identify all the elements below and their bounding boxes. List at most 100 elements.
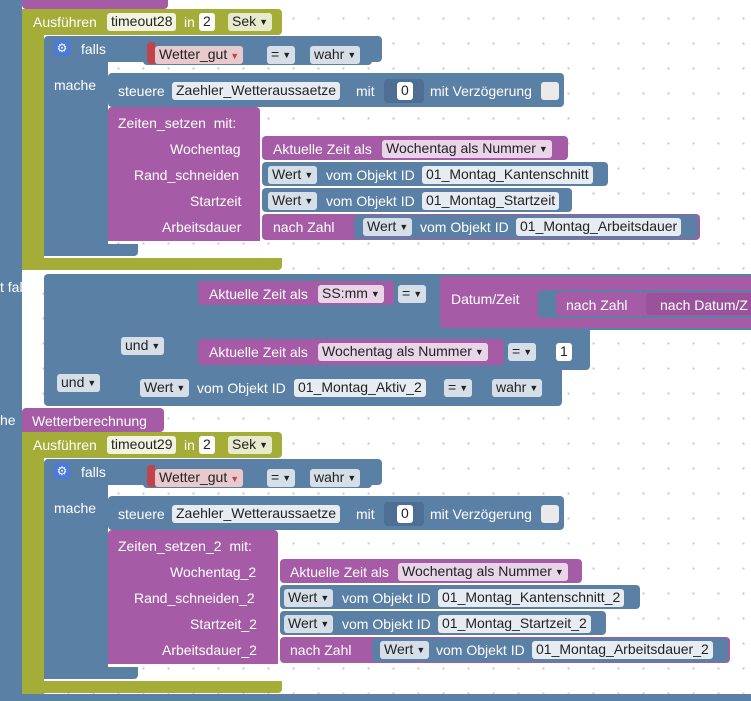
outer-if-block[interactable] <box>0 0 22 701</box>
true-dropdown[interactable]: wahr▼ <box>492 379 543 397</box>
outer-do-label: he <box>0 412 16 428</box>
chevron-down-icon: ▼ <box>282 50 292 60</box>
weekday-format-dropdown[interactable]: Wochentag als Nummer▼ <box>398 563 568 581</box>
if-label: falls <box>81 41 106 57</box>
do-label: mache <box>54 500 97 516</box>
true-dropdown[interactable]: wahr▼ <box>310 469 361 487</box>
delay-field[interactable]: 2 <box>199 436 215 454</box>
variable-block-edge <box>147 465 155 487</box>
timeout-name-field[interactable]: timeout29 <box>107 436 177 454</box>
and-dropdown-inner[interactable]: und▼ <box>121 337 165 355</box>
value-dropdown[interactable]: Wert▼ <box>140 379 190 397</box>
value-dropdown[interactable]: Wert▼ <box>284 589 334 607</box>
chevron-down-icon: ▼ <box>399 222 409 232</box>
do-label: mache <box>54 77 97 93</box>
chevron-down-icon: ▼ <box>151 341 161 351</box>
control-label: steuere <box>118 83 165 99</box>
current-time-label: Aktuelle Zeit als <box>273 141 372 157</box>
by-date-block <box>646 293 751 315</box>
header-function-fragment[interactable] <box>22 0 168 9</box>
value-dropdown[interactable]: Wert▼ <box>268 192 318 210</box>
chevron-down-icon: ▼ <box>347 473 357 483</box>
arg-duration-label: Arbeitsdauer <box>162 219 242 235</box>
function-call-block-1[interactable] <box>108 107 260 137</box>
from-object-label: vom Objekt ID <box>342 616 431 632</box>
chevron-down-icon: ▼ <box>529 383 539 393</box>
delay-field[interactable]: 2 <box>199 13 215 31</box>
value-dropdown[interactable]: Wert▼ <box>268 166 318 184</box>
unit-dropdown[interactable]: Sek▼ <box>228 13 273 31</box>
chevron-down-icon: ▼ <box>230 474 240 484</box>
chevron-down-icon: ▼ <box>554 567 564 577</box>
chevron-down-icon: ▼ <box>230 51 240 61</box>
value-dropdown[interactable]: Wert▼ <box>363 218 413 236</box>
function-name-label: Zeiten_setzen_2 mit: <box>118 538 252 554</box>
operator-dropdown[interactable]: =▼ <box>508 343 537 361</box>
delay-checkbox[interactable] <box>541 505 559 523</box>
object-id-field[interactable]: 01_Montag_Kantenschnitt <box>422 166 593 184</box>
weekday-format-dropdown[interactable]: Wochentag als Nummer▼ <box>318 343 488 361</box>
chevron-down-icon: ▼ <box>259 17 269 27</box>
from-object-label: vom Objekt ID <box>342 590 431 606</box>
delay-label: mit Verzögerung <box>430 83 532 99</box>
from-object-label: vom Objekt ID <box>436 642 525 658</box>
gear-icon[interactable]: ⚙ <box>54 40 70 56</box>
operator-dropdown[interactable]: =▼ <box>398 285 427 303</box>
function-call-block-2[interactable] <box>108 530 278 560</box>
weekday-value-field[interactable]: 1 <box>556 343 572 361</box>
variable-dropdown[interactable]: Wetter_gut▼ <box>155 46 244 64</box>
timeout-block-1-foot <box>22 258 282 270</box>
by-date-label: nach Datum/Z <box>660 297 748 313</box>
date-time-label: Datum/Zeit <box>451 291 520 307</box>
time-format-dropdown[interactable]: SS:mm▼ <box>318 285 384 303</box>
from-object-label: vom Objekt ID <box>326 193 415 209</box>
operator-dropdown[interactable]: =▼ <box>267 46 296 64</box>
object-id-field[interactable]: 01_Montag_Aktiv_2 <box>294 379 426 397</box>
object-id-field[interactable]: 01_Montag_Startzeit <box>422 192 560 210</box>
from-object-label: vom Objekt ID <box>420 219 509 235</box>
function-label-block[interactable] <box>22 408 164 432</box>
current-time-label: Aktuelle Zeit als <box>209 286 308 302</box>
if-block-2-foot <box>44 667 138 679</box>
function-name-label: Zeiten_setzen mit: <box>118 115 237 131</box>
chevron-down-icon: ▼ <box>176 383 186 393</box>
object-id-field[interactable]: 01_Montag_Arbeitsdauer_2 <box>532 641 713 659</box>
current-time-label: Aktuelle Zeit als <box>290 564 389 580</box>
delay-checkbox[interactable] <box>541 82 559 100</box>
current-time-label: Aktuelle Zeit als <box>209 344 308 360</box>
weekday-format-dropdown[interactable]: Wochentag als Nummer▼ <box>382 140 552 158</box>
chevron-down-icon: ▼ <box>87 378 97 388</box>
timeout-block-2-foot <box>22 681 282 693</box>
value-dropdown[interactable]: Wert▼ <box>284 615 334 633</box>
timeout-name-field[interactable]: timeout28 <box>107 13 177 31</box>
object-id-field[interactable]: 01_Montag_Startzeit_2 <box>438 615 591 633</box>
operator-dropdown[interactable]: =▼ <box>267 469 296 487</box>
outer-if-label: t falls <box>0 279 33 295</box>
state-value-field[interactable]: 0 <box>397 505 413 523</box>
by-number-label: nach Zahl <box>566 297 628 313</box>
function-name-label-2: Wetterberechnung <box>32 413 147 429</box>
function-call-block-2-body <box>108 558 278 664</box>
operator-dropdown[interactable]: =▼ <box>444 379 473 397</box>
state-value-field[interactable]: 0 <box>397 82 413 100</box>
value-dropdown[interactable]: Wert▼ <box>380 641 430 659</box>
gear-icon[interactable]: ⚙ <box>54 463 70 479</box>
chevron-down-icon: ▼ <box>320 593 330 603</box>
object-id-field[interactable]: 01_Montag_Kantenschnitt_2 <box>438 589 625 607</box>
chevron-down-icon: ▼ <box>370 289 380 299</box>
control-label: steuere <box>118 506 165 522</box>
state-field[interactable]: Zaehler_Wetteraussaetze <box>172 82 341 100</box>
if-label: falls <box>81 464 106 480</box>
timeout-block-2-spine <box>22 458 44 694</box>
object-id-field[interactable]: 01_Montag_Arbeitsdauer <box>516 218 682 236</box>
variable-dropdown[interactable]: Wetter_gut▼ <box>155 469 244 487</box>
and-dropdown-outer[interactable]: und▼ <box>57 374 101 392</box>
run-after-label: Ausführen <box>33 14 97 30</box>
arg-start-label: Startzeit <box>190 193 242 209</box>
true-dropdown[interactable]: wahr▼ <box>310 46 361 64</box>
chevron-down-icon: ▼ <box>304 170 314 180</box>
state-field[interactable]: Zaehler_Wetteraussaetze <box>172 505 341 523</box>
unit-dropdown[interactable]: Sek▼ <box>228 436 273 454</box>
chevron-down-icon: ▼ <box>538 144 548 154</box>
if-block-1-spine <box>44 62 108 256</box>
